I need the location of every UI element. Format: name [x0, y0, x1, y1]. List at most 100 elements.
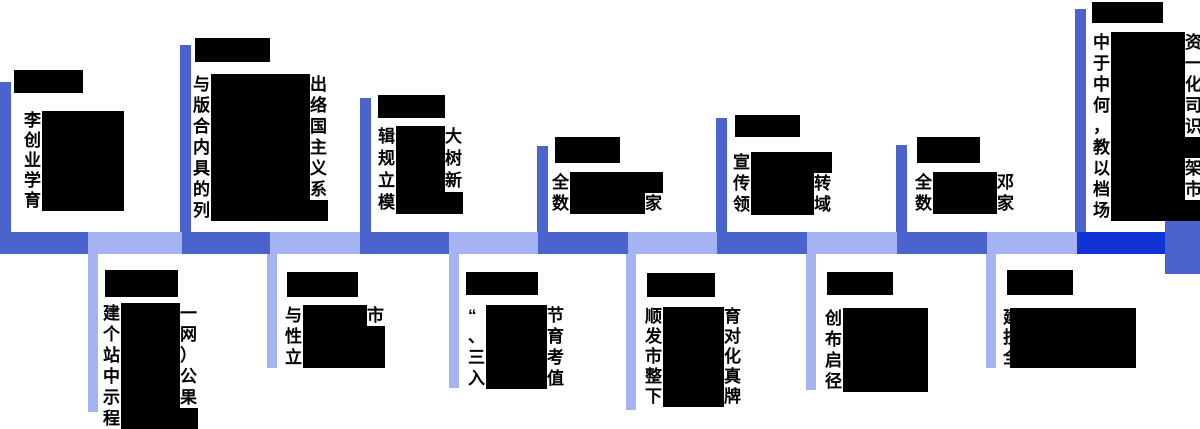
visible-left-char: 创 [825, 309, 842, 328]
redacted-date-box [1092, 2, 1163, 23]
visible-left-char: 列 [193, 201, 210, 220]
redaction-fill [1111, 32, 1185, 53]
redaction-fill [42, 191, 124, 211]
redacted-text-line: 整真 [645, 367, 742, 387]
redacted-date-box [195, 38, 270, 62]
visible-right-char: 树 [445, 149, 462, 168]
visible-right-char: 资 [1185, 33, 1200, 52]
redacted-text-block: 宣传转领域 [733, 152, 832, 215]
redaction-fill [121, 366, 180, 387]
visible-left-char: 、 [468, 327, 485, 346]
redaction-fill [211, 179, 310, 200]
redacted-text-block: 全邓数家 [915, 172, 1015, 214]
redacted-text-line: 布 [825, 329, 928, 350]
visible-left-char: 与 [193, 75, 210, 94]
visible-left-char: 具 [193, 159, 210, 178]
redaction-fill [663, 387, 724, 407]
visible-left-char: 中 [103, 367, 120, 386]
redacted-text-line: 创 [24, 131, 124, 151]
timeline-segment [88, 232, 182, 254]
visible-left-char: 何 [1093, 96, 1110, 115]
redacted-date-box [555, 137, 620, 163]
redacted-text-line: 、育 [468, 326, 565, 347]
redacted-text-line: 育 [24, 191, 124, 211]
redacted-text-line: 数家 [915, 193, 1015, 214]
visible-right-char: 主 [310, 138, 327, 157]
visible-left-char: 数 [915, 194, 932, 213]
visible-left-char: 与 [285, 306, 302, 325]
visible-left-char: 建 [1003, 308, 1010, 328]
connector-bar-above [0, 82, 11, 232]
redaction-fill [303, 347, 385, 368]
connector-bar-above [716, 118, 727, 232]
visible-left-char: 创 [24, 131, 41, 150]
visible-right-char: 值 [547, 369, 564, 388]
redacted-text-line: 示果 [103, 387, 198, 408]
visible-right-char: 家 [997, 194, 1014, 213]
timeline-segment [449, 232, 538, 254]
visible-left-char: 市 [645, 347, 662, 366]
redacted-text-block: 辑大规树立新模 [378, 126, 463, 214]
visible-right-char: 对 [724, 327, 741, 346]
redacted-text-line: 全邓 [915, 172, 1015, 193]
redacted-text-line: 合国 [193, 116, 328, 137]
redaction-fill [663, 327, 724, 347]
redacted-text-line: 全 [1003, 348, 1136, 368]
redaction-fill [751, 194, 814, 215]
connector-bar-above [896, 145, 907, 232]
timeline-endcap [1165, 212, 1200, 274]
redacted-text-block: 与市性立 [285, 305, 385, 368]
redacted-text-line: 立新 [378, 170, 463, 192]
timeline-segment [182, 232, 270, 254]
redacted-text-line: 与市 [285, 305, 385, 326]
visible-left-char: 顺 [645, 307, 662, 326]
timeline-segment [987, 232, 1077, 254]
timeline-segment [807, 232, 897, 254]
connector-bar-below [806, 254, 816, 390]
visible-right-char: 一 [1185, 54, 1200, 73]
visible-right-char: 牌 [724, 387, 741, 406]
redaction-fill [303, 326, 385, 347]
redaction-fill [1111, 74, 1185, 95]
redaction-fill [42, 131, 124, 151]
redacted-date-box [105, 270, 178, 297]
visible-right-char: 架 [1185, 159, 1200, 178]
redaction-fill [843, 371, 928, 392]
visible-right-char: 系 [310, 180, 327, 199]
redacted-text-line: 于一 [1093, 53, 1200, 74]
visible-left-char: 全 [552, 173, 569, 192]
redacted-text-line: 全 [552, 172, 663, 193]
redacted-text-line: 列 [193, 200, 328, 221]
visible-right-char: 化 [724, 347, 741, 366]
redacted-date-box [14, 70, 83, 93]
redaction-fill [396, 170, 445, 192]
redaction-fill [751, 173, 814, 194]
redacted-text-line: 顺育 [645, 307, 742, 327]
redaction-fill [1111, 179, 1185, 200]
visible-left-char: 合 [193, 117, 210, 136]
redaction-fill [121, 408, 198, 429]
redacted-text-line: 以架 [1093, 158, 1200, 179]
redacted-text-block: 中资于一中化何司，识教以架档市场 [1093, 32, 1200, 221]
visible-right-char: 新 [445, 171, 462, 190]
visible-right-char: 家 [645, 194, 662, 213]
redaction-fill [1111, 116, 1185, 137]
redacted-text-line: 建一 [103, 303, 198, 324]
visible-right-char: 市 [367, 306, 384, 325]
visible-right-char: 公 [180, 367, 197, 386]
visible-left-char: 启 [825, 351, 842, 370]
visible-left-char: 辑 [378, 127, 395, 146]
connector-bar-below [88, 254, 98, 412]
timeline-segment [538, 232, 628, 254]
redacted-text-block: 李创业学育 [24, 111, 124, 211]
redacted-text-block: 全数家 [552, 172, 663, 214]
connector-bar-above [1075, 9, 1086, 232]
redaction-fill [211, 74, 310, 95]
timeline-segment [0, 232, 88, 254]
redacted-text-line: 立 [285, 347, 385, 368]
redacted-text-line: 站） [103, 345, 198, 366]
redacted-text-line: 入值 [468, 368, 565, 389]
redaction-fill [121, 345, 180, 366]
redaction-fill [1111, 95, 1185, 116]
visible-right-char: 域 [814, 195, 831, 214]
